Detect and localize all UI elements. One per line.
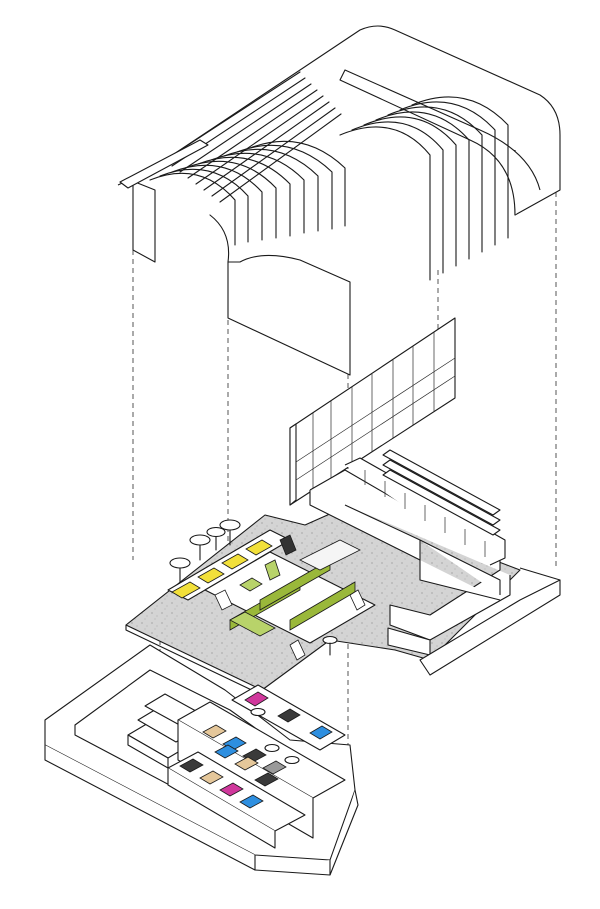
ceiling-canopy: [117, 25, 561, 376]
cafe-tables: [169, 519, 241, 584]
l-shaped-counter: [309, 449, 561, 676]
lower-podium: [44, 644, 359, 876]
yellow-bench: [167, 529, 291, 601]
central-table-cluster: [204, 534, 376, 661]
window-wall: [289, 317, 456, 506]
